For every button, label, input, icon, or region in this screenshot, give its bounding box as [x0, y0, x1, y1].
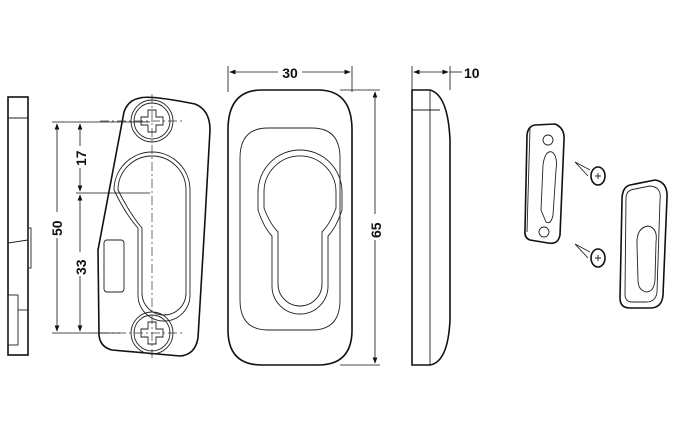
- rosette-front-view: [227, 89, 353, 366]
- screw-bottom-icon: [574, 243, 606, 268]
- dim-10-label: 10: [464, 65, 480, 81]
- dimension-10: [411, 66, 462, 90]
- brand-logo: [103, 239, 125, 293]
- rosette-side-view: [411, 89, 451, 366]
- screw-top-icon: [574, 161, 606, 186]
- exploded-view: [524, 123, 668, 309]
- backplate-front-view: [97, 94, 211, 360]
- dim-50-label: 50: [49, 220, 65, 236]
- dim-17-label: 17: [73, 150, 89, 166]
- dim-65-label: 65: [368, 222, 384, 238]
- side-view-backplate: [7, 96, 32, 356]
- dim-30-label: 30: [282, 65, 298, 81]
- dim-33-label: 33: [73, 259, 89, 275]
